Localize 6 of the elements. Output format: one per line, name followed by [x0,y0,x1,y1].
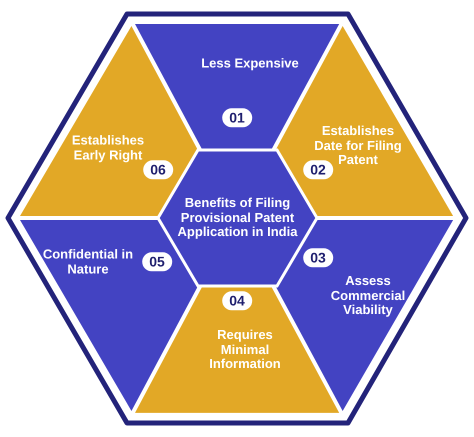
center-title: Benefits of Filing Provisional Patent Application in India [176,196,298,240]
benefit-text: Confidential in Nature [42,247,134,277]
benefit-text: Requires Minimal Information [208,328,282,372]
benefit-text: Assess Commercial Viability [330,274,406,318]
benefit-text: Establishes Early Right [70,133,146,163]
benefit-text: Less Expensive [200,56,300,72]
